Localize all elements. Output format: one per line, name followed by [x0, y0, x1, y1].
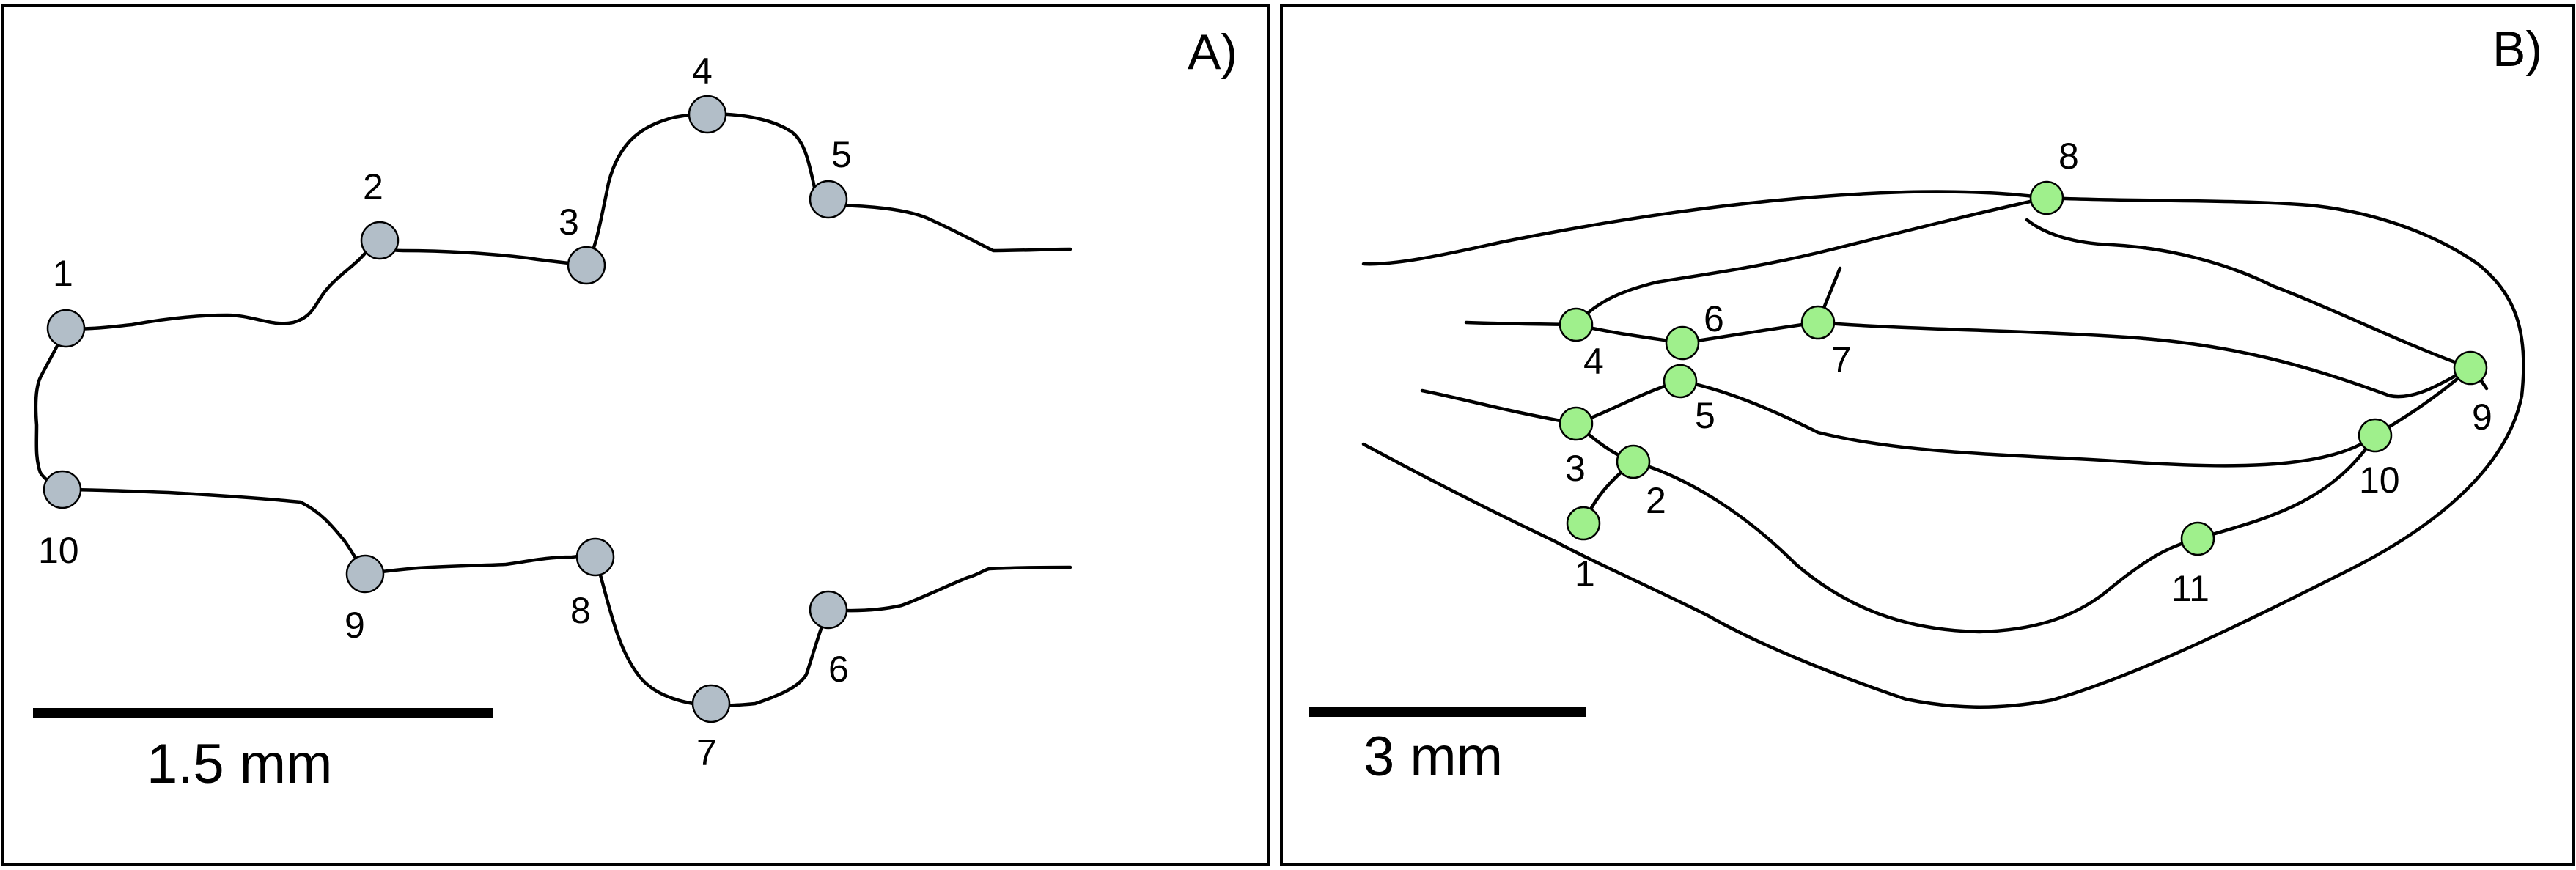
panel-b-scale-bar — [1309, 707, 1586, 717]
landmark-a-8 — [575, 537, 615, 577]
panel-a: A) 1 2 3 4 5 6 7 8 9 10 1.5 mm — [1, 4, 1270, 866]
landmark-a-4-label: 4 — [692, 51, 713, 92]
landmark-a-7-label: 7 — [696, 732, 717, 773]
landmark-a-5-label: 5 — [831, 134, 852, 175]
landmark-a-10 — [43, 470, 82, 509]
landmark-a-1 — [46, 309, 86, 348]
landmark-a-7 — [691, 684, 731, 723]
panel-a-frame — [1, 4, 1270, 866]
panel-a-left-outline — [34, 326, 68, 492]
landmark-b-5-label: 5 — [1695, 395, 1715, 436]
landmark-a-5 — [809, 180, 848, 219]
landmark-a-4 — [688, 95, 727, 134]
panel-b-tag: B) — [2492, 21, 2542, 77]
landmark-b-11 — [2180, 521, 2215, 556]
landmark-b-3 — [1559, 406, 1594, 441]
panel-b-wing-outline — [1361, 190, 2525, 709]
panel-a-upper-outline — [64, 112, 1072, 331]
landmark-b-9-label: 9 — [2472, 397, 2492, 438]
landmark-a-9 — [345, 554, 385, 594]
landmark-a-3-label: 3 — [559, 202, 579, 243]
panel-b-scale-label: 3 mm — [1364, 726, 1503, 788]
landmark-b-4-label: 4 — [1583, 341, 1604, 382]
landmark-a-8-label: 8 — [570, 590, 591, 631]
landmark-a-6 — [809, 590, 848, 630]
landmark-b-10 — [2358, 418, 2393, 453]
landmark-a-6-label: 6 — [828, 649, 849, 690]
landmark-a-10-label: 10 — [38, 530, 79, 571]
landmark-a-1-label: 1 — [53, 253, 73, 294]
landmark-b-8-label: 8 — [2058, 136, 2079, 177]
landmark-b-7-label: 7 — [1831, 339, 1852, 380]
landmark-b-1-label: 1 — [1575, 553, 1595, 594]
landmark-b-7 — [1800, 305, 1836, 340]
landmark-a-2 — [360, 221, 400, 260]
landmark-b-2 — [1616, 444, 1651, 479]
landmark-b-3-label: 3 — [1565, 448, 1586, 489]
landmark-a-9-label: 9 — [345, 605, 365, 646]
landmark-b-4 — [1559, 307, 1594, 342]
panel-b-vein-cubital — [1574, 421, 2377, 634]
landmark-b-6 — [1665, 325, 1700, 361]
panel-b-vein-8-loop — [2025, 218, 2469, 369]
landmark-b-9 — [2453, 350, 2488, 386]
landmark-b-1 — [1566, 506, 1601, 541]
landmark-a-3 — [567, 246, 606, 285]
panel-a-lower-outline — [60, 487, 1072, 707]
landmark-b-6-label: 6 — [1704, 298, 1724, 339]
landmark-b-2-label: 2 — [1646, 480, 1666, 521]
landmark-b-8 — [2029, 180, 2064, 215]
landmark-a-2-label: 2 — [363, 166, 383, 207]
panel-b-frame — [1280, 4, 2575, 866]
landmark-b-5 — [1663, 364, 1698, 399]
panel-a-scale-bar — [33, 708, 493, 718]
landmark-b-11-label: 11 — [2171, 568, 2209, 609]
panel-b-vein-costal — [1464, 196, 2049, 327]
panel-a-scale-label: 1.5 mm — [147, 733, 332, 795]
panel-b: B) 1 2 3 4 5 6 7 8 — [1280, 4, 2575, 866]
panel-a-tag: A) — [1188, 24, 1237, 80]
landmark-b-10-label: 10 — [2359, 460, 2400, 501]
